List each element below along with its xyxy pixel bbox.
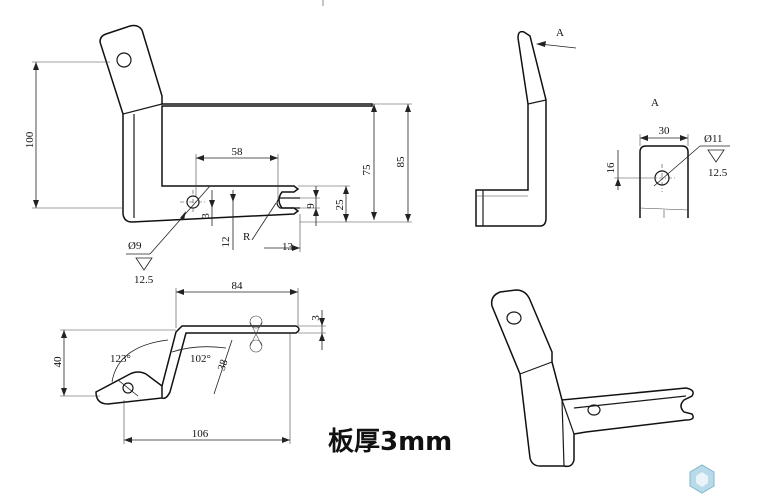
dim-25-label: 25 bbox=[334, 199, 346, 211]
bottom-hole bbox=[122, 382, 134, 394]
dim-100-label: 100 bbox=[24, 131, 36, 148]
dim-75-label: 75 bbox=[361, 164, 373, 176]
view-marker-a: A bbox=[556, 27, 564, 39]
iso-top-hole bbox=[506, 311, 522, 325]
dim-85-label: 85 bbox=[395, 156, 407, 168]
angle-arc-123 bbox=[111, 339, 169, 383]
dim-12-label: 12 bbox=[220, 237, 232, 248]
dim-58-label: 58 bbox=[232, 146, 244, 158]
dim-84-label: 84 bbox=[232, 280, 244, 292]
angle-102-label: 102° bbox=[190, 353, 211, 365]
dim-13-label: 13 bbox=[282, 241, 294, 253]
dim-3b-label: 3 bbox=[310, 315, 322, 321]
side-view: A bbox=[475, 27, 577, 227]
front-view: 100 58 75 85 3 12 R 13 bbox=[24, 24, 412, 286]
front-top-hole bbox=[116, 52, 132, 68]
angle-123-label: 123° bbox=[110, 353, 131, 365]
hole-dia-label: Ø9 bbox=[128, 240, 142, 252]
side-bracket-outline bbox=[475, 30, 547, 227]
roughness-detail-label: 12.5 bbox=[708, 167, 728, 179]
dim-106-label: 106 bbox=[192, 428, 209, 440]
isometric-view bbox=[490, 289, 694, 468]
front-bracket-outline bbox=[99, 24, 373, 223]
roughness-symbol-detail bbox=[707, 149, 725, 163]
roughness-front-label: 12.5 bbox=[134, 274, 154, 286]
dim-16-label: 16 bbox=[605, 162, 617, 174]
bottom-view: 84 3 40 123° 102° 38 106 bbox=[52, 280, 326, 444]
dim-line-38 bbox=[213, 339, 233, 395]
radius-leader bbox=[251, 202, 277, 241]
dim-3-label: 3 bbox=[200, 213, 212, 219]
front-slot bbox=[276, 197, 300, 209]
watermark-badge bbox=[689, 464, 715, 494]
angle-arc-102 bbox=[171, 346, 227, 353]
roughness-symbol-front bbox=[135, 257, 153, 271]
front-bend-line bbox=[122, 103, 163, 115]
detail-hole-leader bbox=[653, 145, 701, 187]
hole-leader bbox=[149, 185, 211, 255]
iso-bracket-outline bbox=[490, 289, 694, 468]
dim-r-label: R bbox=[243, 231, 251, 243]
dim-38-label: 38 bbox=[216, 358, 231, 373]
detail-title: A bbox=[651, 97, 659, 109]
detail-hole-dia: Ø11 bbox=[704, 133, 723, 145]
detail-view-a: A 30 16 Ø11 12.5 bbox=[605, 97, 730, 218]
plate-thickness-note: 板厚3mm bbox=[328, 427, 452, 457]
detail-outline bbox=[639, 145, 689, 218]
view-arrow-a bbox=[539, 43, 577, 49]
bottom-bracket-outline bbox=[95, 325, 300, 405]
dim-9-label: 9 bbox=[305, 203, 317, 209]
dim-40-label: 40 bbox=[52, 356, 64, 368]
dim-30-label: 30 bbox=[659, 125, 671, 137]
iso-bottom-hole bbox=[587, 404, 601, 416]
